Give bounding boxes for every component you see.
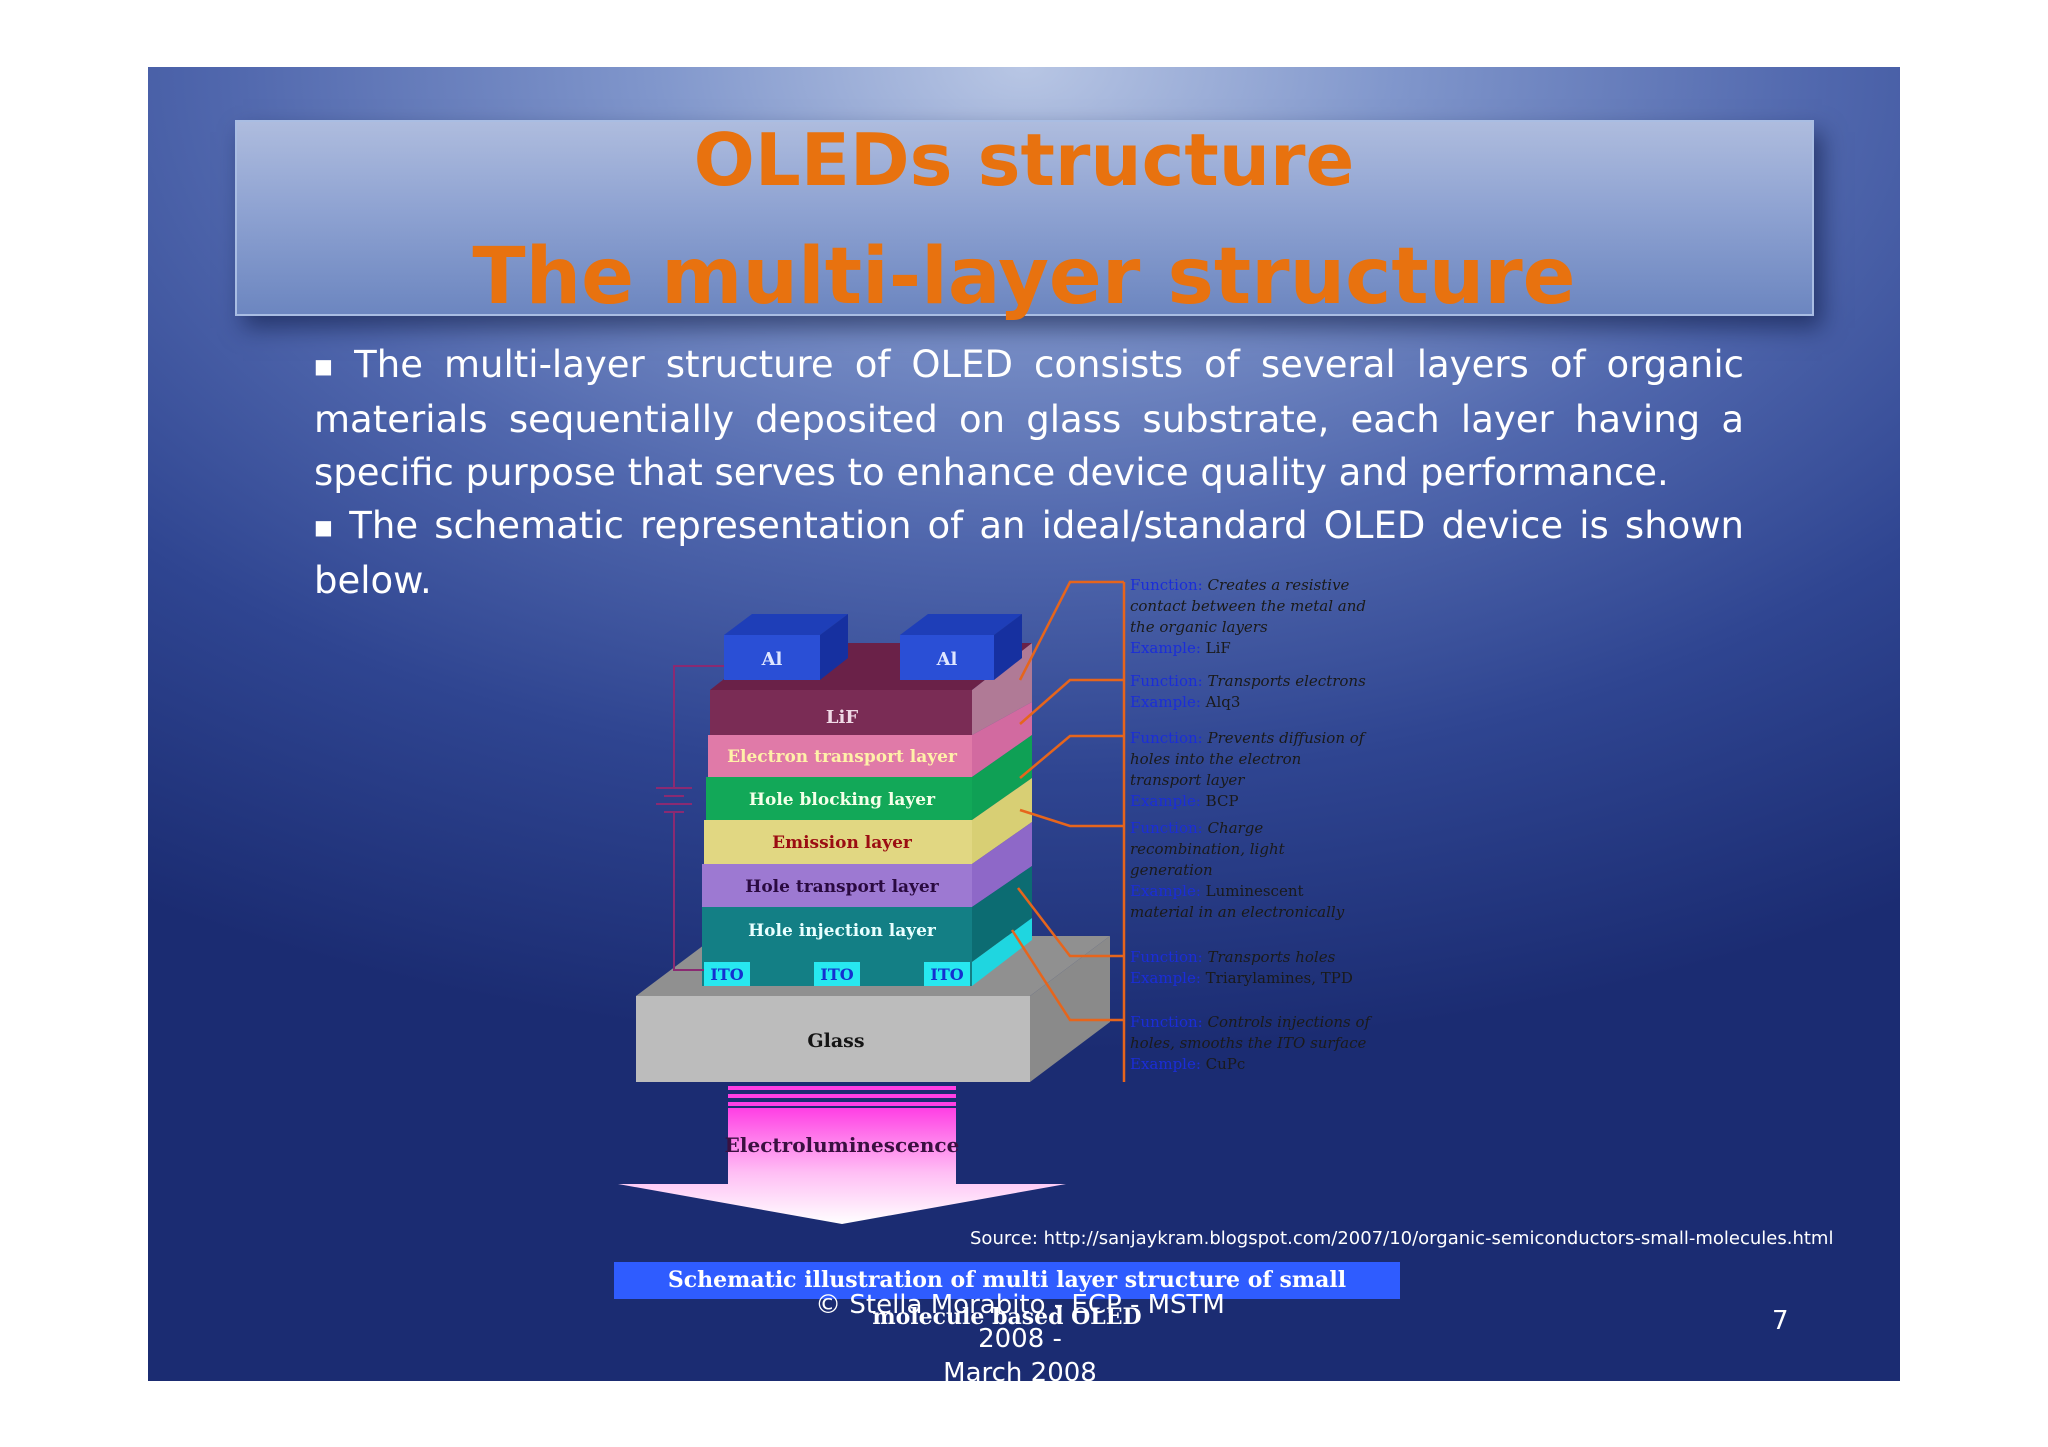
etl-label: Electron transport layer [727,747,958,767]
leader-lines [1010,580,1126,1082]
slide-body: ■The multi-layer structure of OLED consi… [314,338,1744,607]
bullet-paragraph-2: ■The schematic representation of an idea… [314,499,1744,607]
al-electrode-right [900,614,1022,680]
annotation-line: Function: Charge [1130,819,1263,837]
electroluminescence-label: Electroluminescence [725,1133,960,1157]
annotation-line: Example: CuPc [1130,1055,1245,1073]
annotation-line: recombination, light [1130,840,1286,858]
circuit-wire [656,665,724,971]
annotation-line: Example: Alq3 [1130,693,1240,711]
footer-date: March 2008 [943,1358,1097,1388]
slide-title: OLEDs structure [693,118,1355,202]
etl-side [972,702,1032,777]
layer-hole-injection [702,907,972,962]
annotation-line: Function: Prevents diffusion of [1130,729,1367,747]
annotation-line: Function: Transports holes [1130,948,1336,966]
annotation-line: Example: Triarylamines, TPD [1130,969,1353,987]
al-electrode-left [724,614,848,680]
annotation-line: Example: LiF [1130,639,1231,657]
page-number: 7 [1772,1306,1789,1336]
figure-caption: Schematic illustration of multi layer st… [614,1262,1400,1330]
annotation-line: generation [1130,861,1213,879]
title-banner [235,120,1814,316]
hbl-label: Hole blocking layer [749,790,936,810]
layer-hole-blocking [706,777,972,820]
hbl-side [972,735,1032,820]
htl-label: Hole transport layer [745,877,939,897]
ito-side [972,918,1032,986]
annotation-line: Example: Luminescent [1130,882,1304,900]
al-label-left: Al [761,649,783,670]
annotation-line: Function: Creates a resistive [1130,576,1350,594]
bullet-icon: ■ [314,515,338,539]
al-label-right: Al [936,649,958,670]
annotation-line: Function: Transports electrons [1130,672,1366,690]
annotation-line: contact between the metal and [1130,597,1366,615]
source-citation: Source: http://sanjaykram.blogspot.com/2… [970,1228,1834,1249]
paragraph-2-text: The schematic representation of an ideal… [314,504,1744,602]
annotation-line: Example: BCP [1130,792,1239,810]
electroluminescence-arrow [618,1086,1066,1224]
eml-side [972,778,1032,864]
bullet-icon: ■ [314,354,343,378]
ito-label-1: ITO [710,965,743,984]
ito-pad-2 [814,962,860,986]
ito-pad-1 [704,962,750,986]
annotation-line: transport layer [1130,771,1245,789]
slide-footer: © Stella Morabito - ECP - MSTM 2008 - Ma… [780,1288,1260,1390]
annotation-line: Function: Controls injections of [1130,1013,1373,1031]
layer-electron-transport [708,735,972,777]
layer-hole-transport [702,864,972,907]
lif-side [972,643,1032,735]
ito-label-2: ITO [820,965,853,984]
glass-label: Glass [807,1030,864,1052]
hil-label: Hole injection layer [748,921,937,941]
annotation-line: holes into the electron [1130,750,1301,768]
layer-emission [704,820,972,864]
annotation-line: the organic layers [1130,618,1268,636]
annotation-line: material in an electronically [1130,903,1345,921]
paragraph-1-text: The multi-layer structure of OLED consis… [314,343,1744,494]
footer-copyright: © Stella Morabito - ECP - MSTM 2008 - [815,1290,1225,1354]
ito-pad-3 [924,962,970,986]
hil-side [972,866,1032,962]
lif-label: LiF [826,707,858,728]
ito-label-3: ITO [930,965,963,984]
bullet-paragraph-1: ■The multi-layer structure of OLED consi… [314,338,1744,499]
annotation-line: holes, smooths the ITO surface [1130,1034,1366,1052]
htl-side [972,822,1032,907]
eml-label: Emission layer [772,833,913,853]
layer-lif [710,690,972,735]
function-annotations: Function: Creates a resistive contact bet… [1130,576,1373,1073]
slide-subtitle: The multi-layer structure [472,232,1576,322]
